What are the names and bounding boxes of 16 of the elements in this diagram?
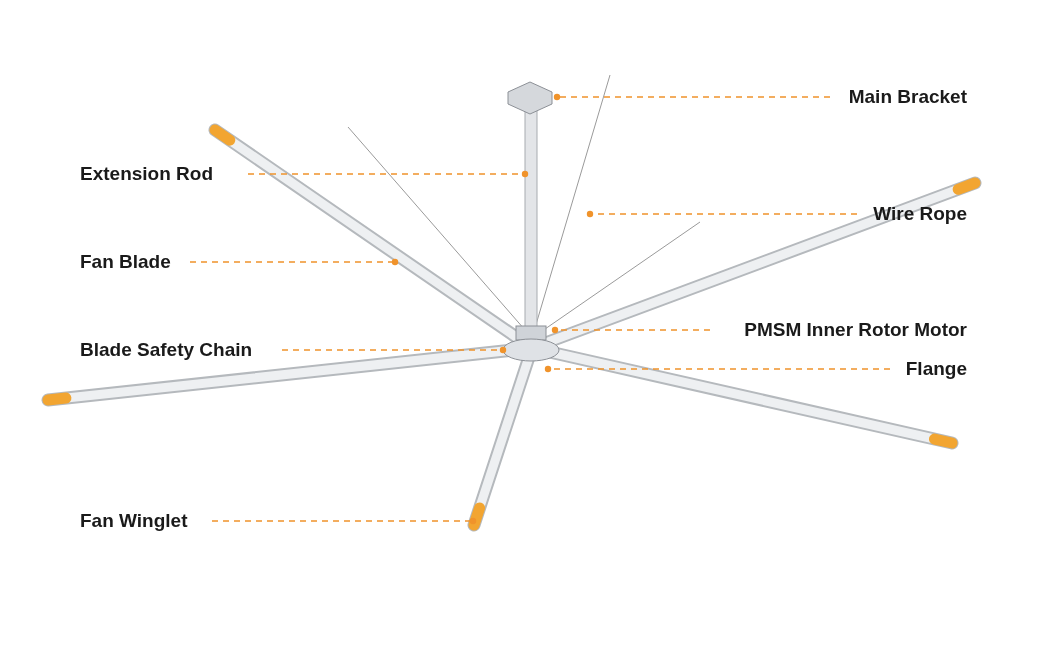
part-label: Main Bracket xyxy=(848,86,967,108)
leader-line xyxy=(211,517,477,525)
part-label: Fan Winglet xyxy=(80,510,188,532)
leader-line xyxy=(551,326,711,334)
leader-line xyxy=(189,258,399,266)
leader-line xyxy=(281,346,507,354)
part-label: PMSM Inner Rotor Motor xyxy=(744,319,967,341)
part-label: Flange xyxy=(905,358,967,380)
leader-line xyxy=(586,210,858,218)
leader-line xyxy=(247,170,529,178)
leader-line xyxy=(544,365,891,373)
part-label: Fan Blade xyxy=(80,251,171,273)
leader-line xyxy=(553,93,831,101)
part-label: Extension Rod xyxy=(80,163,213,185)
part-label: Wire Rope xyxy=(873,203,967,225)
part-label: Blade Safety Chain xyxy=(80,339,253,361)
